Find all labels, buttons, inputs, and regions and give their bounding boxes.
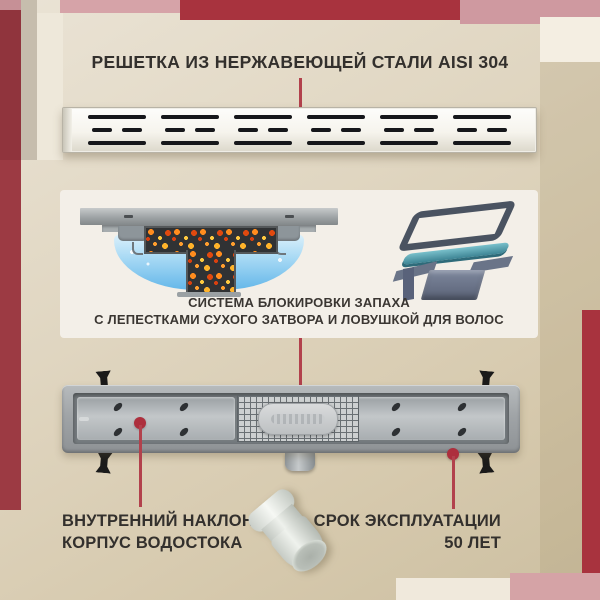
grate-slot-group [86, 114, 148, 146]
lifetime-label-line1: СРОК ЭКСПЛУАТАЦИИ [313, 512, 501, 530]
drain-body-channel [73, 393, 509, 444]
drain-body-label-line1: ВНУТРЕННИЙ НАКЛОННЫЙ [62, 512, 295, 530]
bg-bottom-pink-block [510, 573, 600, 600]
dry-trap-exploded-parts-image [392, 200, 525, 302]
callout-line-lifetime [452, 456, 455, 509]
odor-caption-line2: С ЛЕПЕСТКАМИ СУХОГО ЗАТВОРА И ЛОВУШКОЙ Д… [94, 312, 504, 327]
trap-cover-oval [258, 402, 338, 435]
callout-line-body [139, 425, 142, 507]
bg-left-cream-stripe [37, 13, 63, 160]
cross-section-channel-bar [80, 208, 338, 225]
bg-left-maroon-bar [0, 10, 21, 510]
callout-line-trap [299, 338, 302, 424]
stainless-steel-grate-image [62, 107, 537, 153]
drain-outlet-stub [285, 453, 315, 471]
odor-block-cross-section-image [80, 208, 338, 297]
drain-body-image [62, 385, 520, 453]
drain-body-label: ВНУТРЕННИЙ НАКЛОННЫЙ КОРПУС ВОДОСТОКА [62, 511, 294, 554]
hair-trap-base [177, 292, 241, 297]
grate-slot-group [232, 114, 294, 146]
grate-slot-group [305, 114, 367, 146]
bg-left-maroon-bar-cap [0, 0, 21, 10]
center-mesh-grid [237, 395, 359, 442]
drain-body-label-line2: КОРПУС ВОДОСТОКА [62, 533, 243, 552]
channel-section-left [77, 397, 235, 440]
lifetime-label-line2: 50 ЛЕТ [444, 533, 501, 552]
pipe-adapter-image [241, 483, 342, 587]
trap-bracket-left [118, 226, 148, 241]
bg-left-maroon-bar-shade [0, 10, 21, 160]
bg-top-pink-band-left [60, 0, 180, 13]
grate-slot-group [159, 114, 221, 146]
lifetime-label: СРОК ЭКСПЛУАТАЦИИ 50 ЛЕТ [314, 511, 501, 554]
grate-slot-group [378, 114, 440, 146]
bg-right-red-bar [582, 310, 600, 582]
bg-top-red-bar [180, 0, 460, 20]
trap-cover-embossing [271, 413, 325, 424]
channel-section-right [347, 397, 505, 440]
mounting-foot [92, 451, 116, 474]
bg-bottom-cream-block [396, 578, 510, 600]
odor-system-caption: СИСТЕМА БЛОКИРОВКИ ЗАПАХА С ЛЕПЕСТКАМИ С… [60, 294, 538, 328]
hair-trap-column [186, 250, 236, 294]
page-title: РЕШЕТКА ИЗ НЕРЖАВЕЮЩЕЙ СТАЛИ AISI 304 [91, 52, 509, 72]
mounting-foot [474, 451, 498, 474]
callout-dot-body [134, 417, 146, 429]
bg-top-right-cream-block [540, 17, 600, 62]
bg-left-taupe-stripe [21, 0, 37, 160]
grate-slot-group [451, 114, 513, 146]
callout-dot-lifetime [447, 448, 459, 460]
odor-system-card: СИСТЕМА БЛОКИРОВКИ ЗАПАХА С ЛЕПЕСТКАМИ С… [60, 190, 538, 338]
odor-caption-line1: СИСТЕМА БЛОКИРОВКИ ЗАПАХА [188, 295, 410, 310]
callout-line-grate [299, 78, 302, 122]
